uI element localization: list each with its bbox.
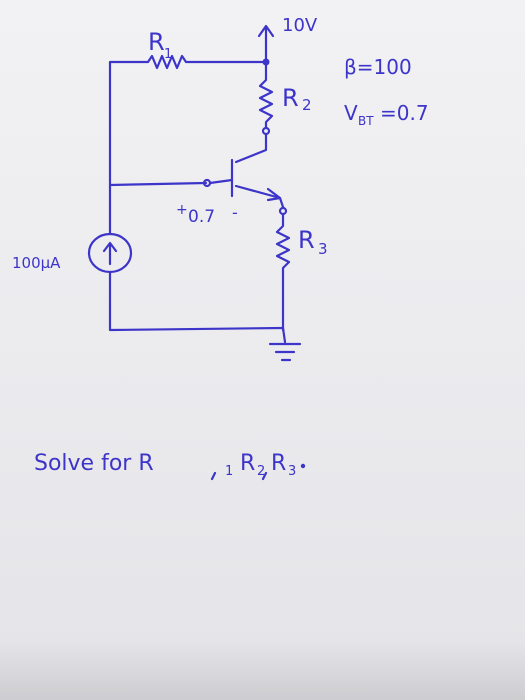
- instruction-period: [300, 463, 306, 469]
- instruction-r2-subscript: 2: [257, 464, 265, 479]
- current-source-label: 100μA: [12, 254, 61, 272]
- vbe-value: =0.7: [380, 101, 429, 125]
- r1-label: R: [148, 28, 165, 56]
- instruction-r2: R: [240, 451, 255, 476]
- r1-wire: [108, 54, 268, 187]
- vbe-subscript: BT: [358, 114, 374, 128]
- emitter-wire: [234, 184, 285, 209]
- supply-label: 10V: [282, 15, 318, 36]
- bottom-wire: [108, 270, 285, 332]
- instruction-r3: R: [271, 451, 286, 476]
- emitter-arrow: [266, 187, 282, 202]
- ground-symbol: [268, 326, 302, 362]
- supply-arrow: [257, 24, 275, 64]
- instruction-r3-subscript: 3: [288, 464, 296, 479]
- r3-subscript: 3: [318, 240, 328, 258]
- vbe-plus: +: [176, 202, 188, 218]
- vbe-minus: -: [232, 203, 238, 222]
- vbe-drop: 0.7: [188, 207, 215, 227]
- vbe-label: V: [344, 101, 358, 125]
- r3-resistor: [275, 212, 291, 332]
- collector-wire: [234, 132, 268, 164]
- instruction-commas: [210, 471, 268, 481]
- r1-subscript: 1: [164, 47, 172, 62]
- instruction-text: Solve for R: [34, 451, 154, 476]
- r2-label: R: [282, 84, 299, 112]
- r2-subscript: 2: [302, 96, 312, 114]
- beta-label: β=100: [344, 55, 412, 79]
- r2-resistor: [258, 60, 274, 130]
- base-wire: [108, 178, 234, 187]
- instruction-r1-subscript: 1: [225, 464, 233, 479]
- base-node: [202, 178, 212, 188]
- r3-label: R: [298, 226, 315, 254]
- current-source-arrow: [102, 241, 118, 266]
